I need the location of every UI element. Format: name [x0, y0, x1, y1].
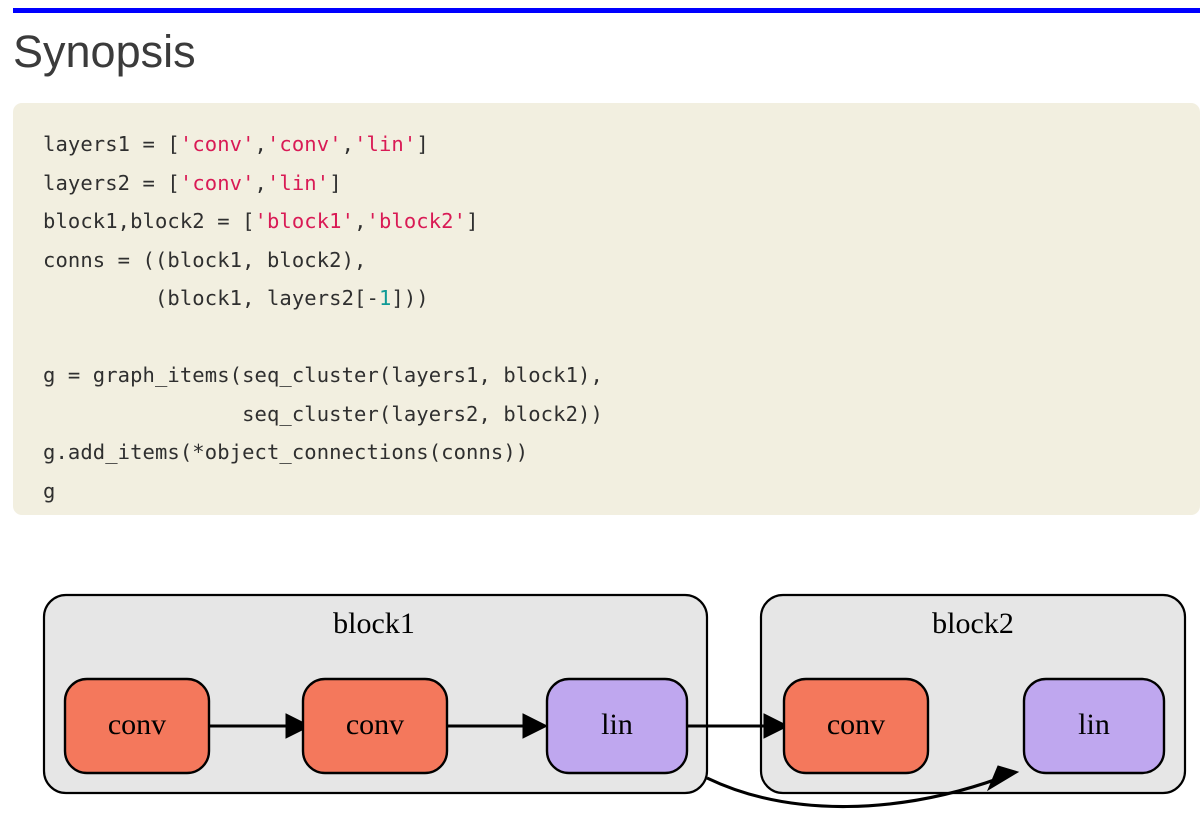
code-token: block1,block2 = [ — [43, 209, 255, 233]
code-token: seq_cluster(layers2, block2)) — [43, 401, 603, 426]
node-label: lin — [601, 708, 633, 741]
code-token: 'lin' — [354, 132, 417, 156]
node-b1-conv-1[interactable]: conv — [63, 677, 211, 775]
code-token: , — [341, 132, 355, 156]
cluster-block1-label: block1 — [333, 607, 415, 640]
node-label: lin — [1078, 708, 1110, 741]
code-token: (block1, layers2[- — [43, 286, 379, 310]
node-shape — [301, 677, 449, 775]
graph-diagram: block1 block2 conv — [0, 560, 1200, 822]
code-token: g = graph_items(seq_cluster(layers1, blo… — [43, 363, 603, 387]
node-label: conv — [346, 708, 404, 741]
code-token: , — [354, 209, 367, 233]
node-label: conv — [827, 708, 885, 741]
edge-block1lin-to-block2conv — [687, 713, 790, 739]
code-token: 1 — [378, 286, 392, 310]
node-shape — [63, 677, 211, 775]
code-token: 'block2' — [366, 209, 467, 233]
node-b2-lin[interactable]: lin — [1022, 677, 1166, 775]
code-token: , — [254, 132, 267, 156]
code-token: ])) — [391, 286, 429, 310]
code-token: g.add_items(*object_connections(conns)) — [43, 440, 529, 464]
arrowhead-icon — [522, 713, 549, 739]
code-token: conns = ((block1, block2), — [43, 247, 367, 272]
top-accent-rule — [13, 8, 1200, 13]
edge-block1-to-block2lin-curved — [706, 765, 1020, 809]
code-token: ] — [416, 132, 429, 156]
node-b2-conv-1[interactable]: conv — [782, 677, 930, 775]
cluster-block2-label: block2 — [932, 607, 1014, 640]
code-token: layers2 = [ — [43, 170, 180, 195]
edge-conv2-to-lin — [447, 713, 549, 739]
code-token: 'block1' — [254, 209, 355, 233]
code-token: , — [254, 170, 267, 195]
code-block: layers1 = ['conv','conv','lin'] layers2 … — [13, 103, 1200, 515]
node-shape — [1022, 677, 1166, 775]
edge-curve — [706, 776, 1001, 809]
node-label: conv — [108, 708, 166, 741]
node-b1-lin[interactable]: lin — [545, 677, 689, 775]
code-token: 'conv' — [179, 170, 255, 195]
edge-conv1-to-conv2 — [209, 713, 312, 739]
code-token: ] — [466, 209, 479, 233]
code-token: ] — [329, 170, 342, 195]
node-shape — [545, 677, 689, 775]
code-token: g — [43, 478, 56, 503]
code-token: 'lin' — [266, 170, 330, 195]
code-token: 'conv' — [179, 132, 255, 156]
arrowhead-icon — [986, 765, 1020, 792]
node-b1-conv-2[interactable]: conv — [301, 677, 449, 775]
node-shape — [782, 677, 930, 775]
code-token: layers1 = [ — [43, 132, 180, 156]
code-token: 'conv' — [266, 132, 342, 156]
arrowhead-icon — [763, 713, 790, 739]
page-title: Synopsis — [13, 26, 196, 77]
arrowhead-icon — [285, 713, 312, 739]
code-content: layers1 = ['conv','conv','lin'] layers2 … — [43, 125, 1200, 510]
